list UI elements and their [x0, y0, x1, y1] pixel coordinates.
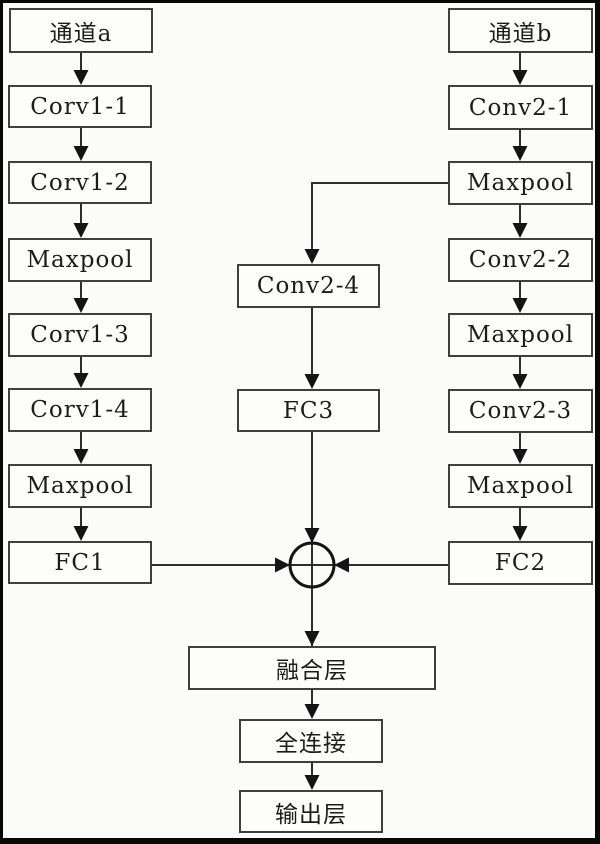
node-maxpool-a2: Maxpool	[8, 464, 152, 508]
arrowhead	[304, 775, 320, 790]
node-maxpool-b1: Maxpool	[448, 161, 593, 205]
node-label: Maxpool	[466, 170, 574, 196]
arrowhead	[73, 373, 89, 388]
node-label: Maxpool	[466, 473, 574, 499]
node-label: 通道a	[49, 20, 113, 47]
merge-junction-circle	[288, 541, 336, 589]
arrowhead	[73, 526, 89, 541]
page-border-right	[595, 0, 600, 844]
arrowhead	[304, 528, 320, 543]
node-fc1: FC1	[8, 541, 152, 584]
arrowhead	[512, 223, 528, 238]
arrowhead	[73, 223, 89, 238]
node-label: Corv1-4	[30, 397, 130, 423]
arrowhead	[334, 557, 349, 573]
node-output-layer: 输出层	[239, 790, 383, 833]
node-conv1-3: Corv1-3	[8, 313, 152, 357]
node-label: FC2	[494, 550, 547, 576]
node-maxpool-a1: Maxpool	[8, 238, 152, 282]
page-border-left	[0, 0, 3, 844]
node-conv2-2: Conv2-2	[448, 238, 593, 282]
node-fc3: FC3	[237, 389, 380, 432]
arrowhead	[73, 70, 89, 85]
node-label: Conv2-4	[256, 273, 361, 299]
node-conv1-1: Corv1-1	[8, 85, 152, 128]
node-fully-connected: 全连接	[239, 719, 383, 763]
node-label: Maxpool	[26, 247, 134, 273]
arrowhead	[73, 298, 89, 313]
node-label: Conv2-3	[468, 398, 573, 424]
node-conv2-4: Conv2-4	[237, 264, 380, 308]
node-label: 输出层	[275, 801, 347, 828]
node-label: Conv2-2	[468, 247, 573, 273]
node-label: Conv2-1	[468, 94, 573, 121]
arrowhead	[73, 449, 89, 464]
node-maxpool-b2: Maxpool	[448, 313, 593, 357]
node-label: 全连接	[275, 731, 347, 757]
node-label: Maxpool	[466, 322, 574, 348]
node-fusion-layer: 融合层	[188, 646, 436, 690]
node-label: FC3	[282, 397, 335, 424]
arrowhead	[73, 146, 89, 161]
arrowhead	[512, 449, 528, 464]
arrowhead	[275, 557, 290, 573]
node-conv2-1: Conv2-1	[448, 85, 593, 130]
arrowhead	[304, 374, 320, 389]
arrowhead	[512, 526, 528, 541]
arrowhead	[304, 249, 320, 264]
node-conv2-3: Conv2-3	[448, 389, 593, 433]
node-label: FC1	[54, 549, 106, 576]
node-label: Corv1-2	[30, 169, 130, 196]
node-channel-b: 通道b	[448, 8, 593, 53]
node-maxpool-b3: Maxpool	[448, 464, 593, 508]
arrowhead	[512, 374, 528, 389]
arrowhead	[512, 298, 528, 313]
page-border-top	[0, 0, 600, 3]
node-label: Corv1-3	[30, 322, 130, 348]
node-label: Corv1-1	[30, 93, 130, 120]
node-channel-a: 通道a	[9, 8, 153, 53]
node-label: 融合层	[276, 658, 348, 684]
node-label: 通道b	[488, 20, 553, 47]
node-label: Maxpool	[26, 473, 134, 499]
branch-line	[311, 182, 448, 252]
arrowhead	[512, 146, 528, 161]
arrowhead	[304, 704, 320, 719]
node-conv1-2: Corv1-2	[8, 161, 152, 204]
node-conv1-4: Corv1-4	[8, 388, 152, 432]
page-border-bottom	[0, 838, 600, 844]
arrowhead	[512, 70, 528, 85]
arrowhead	[304, 631, 320, 646]
node-fc2: FC2	[448, 541, 593, 585]
